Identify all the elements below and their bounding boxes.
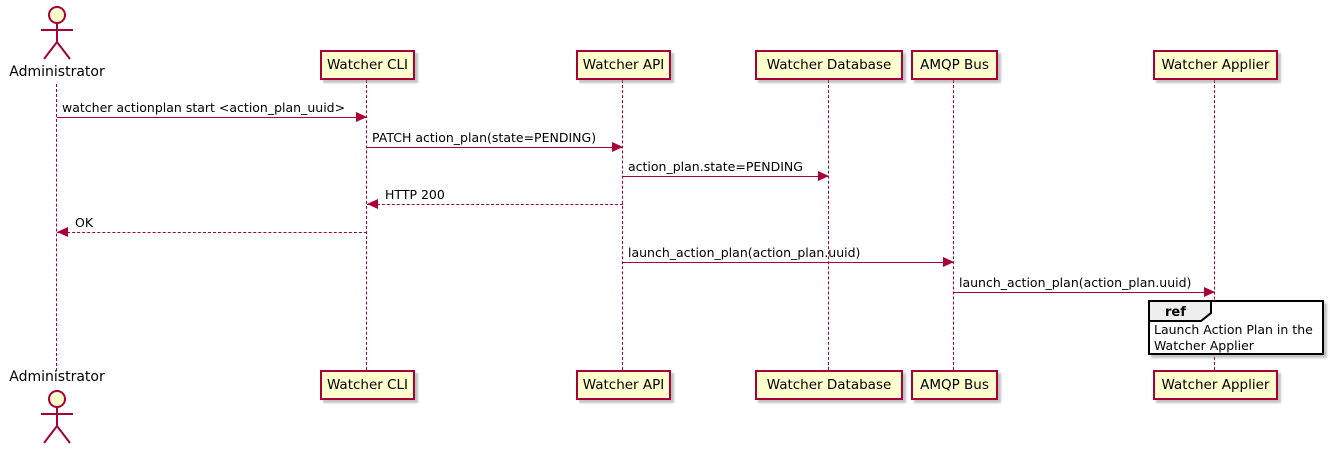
ref-keyword: ref	[1165, 305, 1186, 320]
participant-amqp-bus-bottom: AMQP Bus	[911, 370, 998, 400]
actor-label-top: Administrator	[9, 64, 105, 80]
participant-watcher-applier-bottom: Watcher Applier	[1153, 370, 1278, 400]
message-label: OK	[75, 215, 94, 230]
ref-fragment: ref Launch Action Plan in the Watcher Ap…	[1148, 300, 1324, 355]
actor-icon	[41, 390, 73, 444]
actor-icon	[41, 6, 73, 60]
ref-text: Launch Action Plan in the Watcher Applie…	[1154, 322, 1313, 353]
actor-label-bottom: Administrator	[9, 369, 105, 385]
message-line	[954, 292, 1215, 293]
participant-amqp-bus-top: AMQP Bus	[911, 50, 998, 80]
arrowhead-icon	[1204, 287, 1215, 297]
arrowhead-icon	[367, 199, 378, 209]
lifeline-amqp-bus	[953, 80, 954, 370]
message-line	[57, 117, 367, 118]
message-line	[623, 176, 829, 177]
message-label: launch_action_plan(action_plan.uuid)	[959, 275, 1192, 290]
participant-watcher-database-bottom: Watcher Database	[755, 370, 903, 400]
arrowhead-icon	[612, 142, 623, 152]
participant-watcher-api-bottom: Watcher API	[576, 370, 671, 400]
participant-watcher-applier-top: Watcher Applier	[1153, 50, 1278, 80]
participant-watcher-api-top: Watcher API	[576, 50, 671, 80]
message-line	[623, 262, 954, 263]
lifeline-administrator	[56, 84, 57, 371]
arrowhead-icon	[356, 112, 367, 122]
participant-watcher-database-top: Watcher Database	[755, 50, 903, 80]
arrowhead-icon	[818, 171, 829, 181]
participant-watcher-cli-top: Watcher CLI	[320, 50, 415, 80]
message-label: HTTP 200	[385, 187, 445, 202]
message-label: watcher actionplan start <action_plan_uu…	[62, 100, 346, 115]
arrowhead-icon	[943, 257, 954, 267]
lifeline-watcher-cli	[366, 80, 367, 370]
message-label: PATCH action_plan(state=PENDING)	[372, 130, 597, 145]
lifeline-watcher-api	[622, 80, 623, 370]
ref-tab-icon: ref	[1148, 300, 1212, 322]
lifeline-watcher-database	[828, 80, 829, 370]
arrowhead-icon	[57, 227, 68, 237]
participant-watcher-cli-bottom: Watcher CLI	[320, 370, 415, 400]
message-line	[367, 147, 623, 148]
message-label: action_plan.state=PENDING	[628, 159, 803, 174]
message-label: launch_action_plan(action_plan.uuid)	[628, 245, 861, 260]
message-line	[57, 232, 367, 233]
message-line	[367, 204, 623, 205]
lifeline-watcher-applier	[1214, 80, 1215, 370]
